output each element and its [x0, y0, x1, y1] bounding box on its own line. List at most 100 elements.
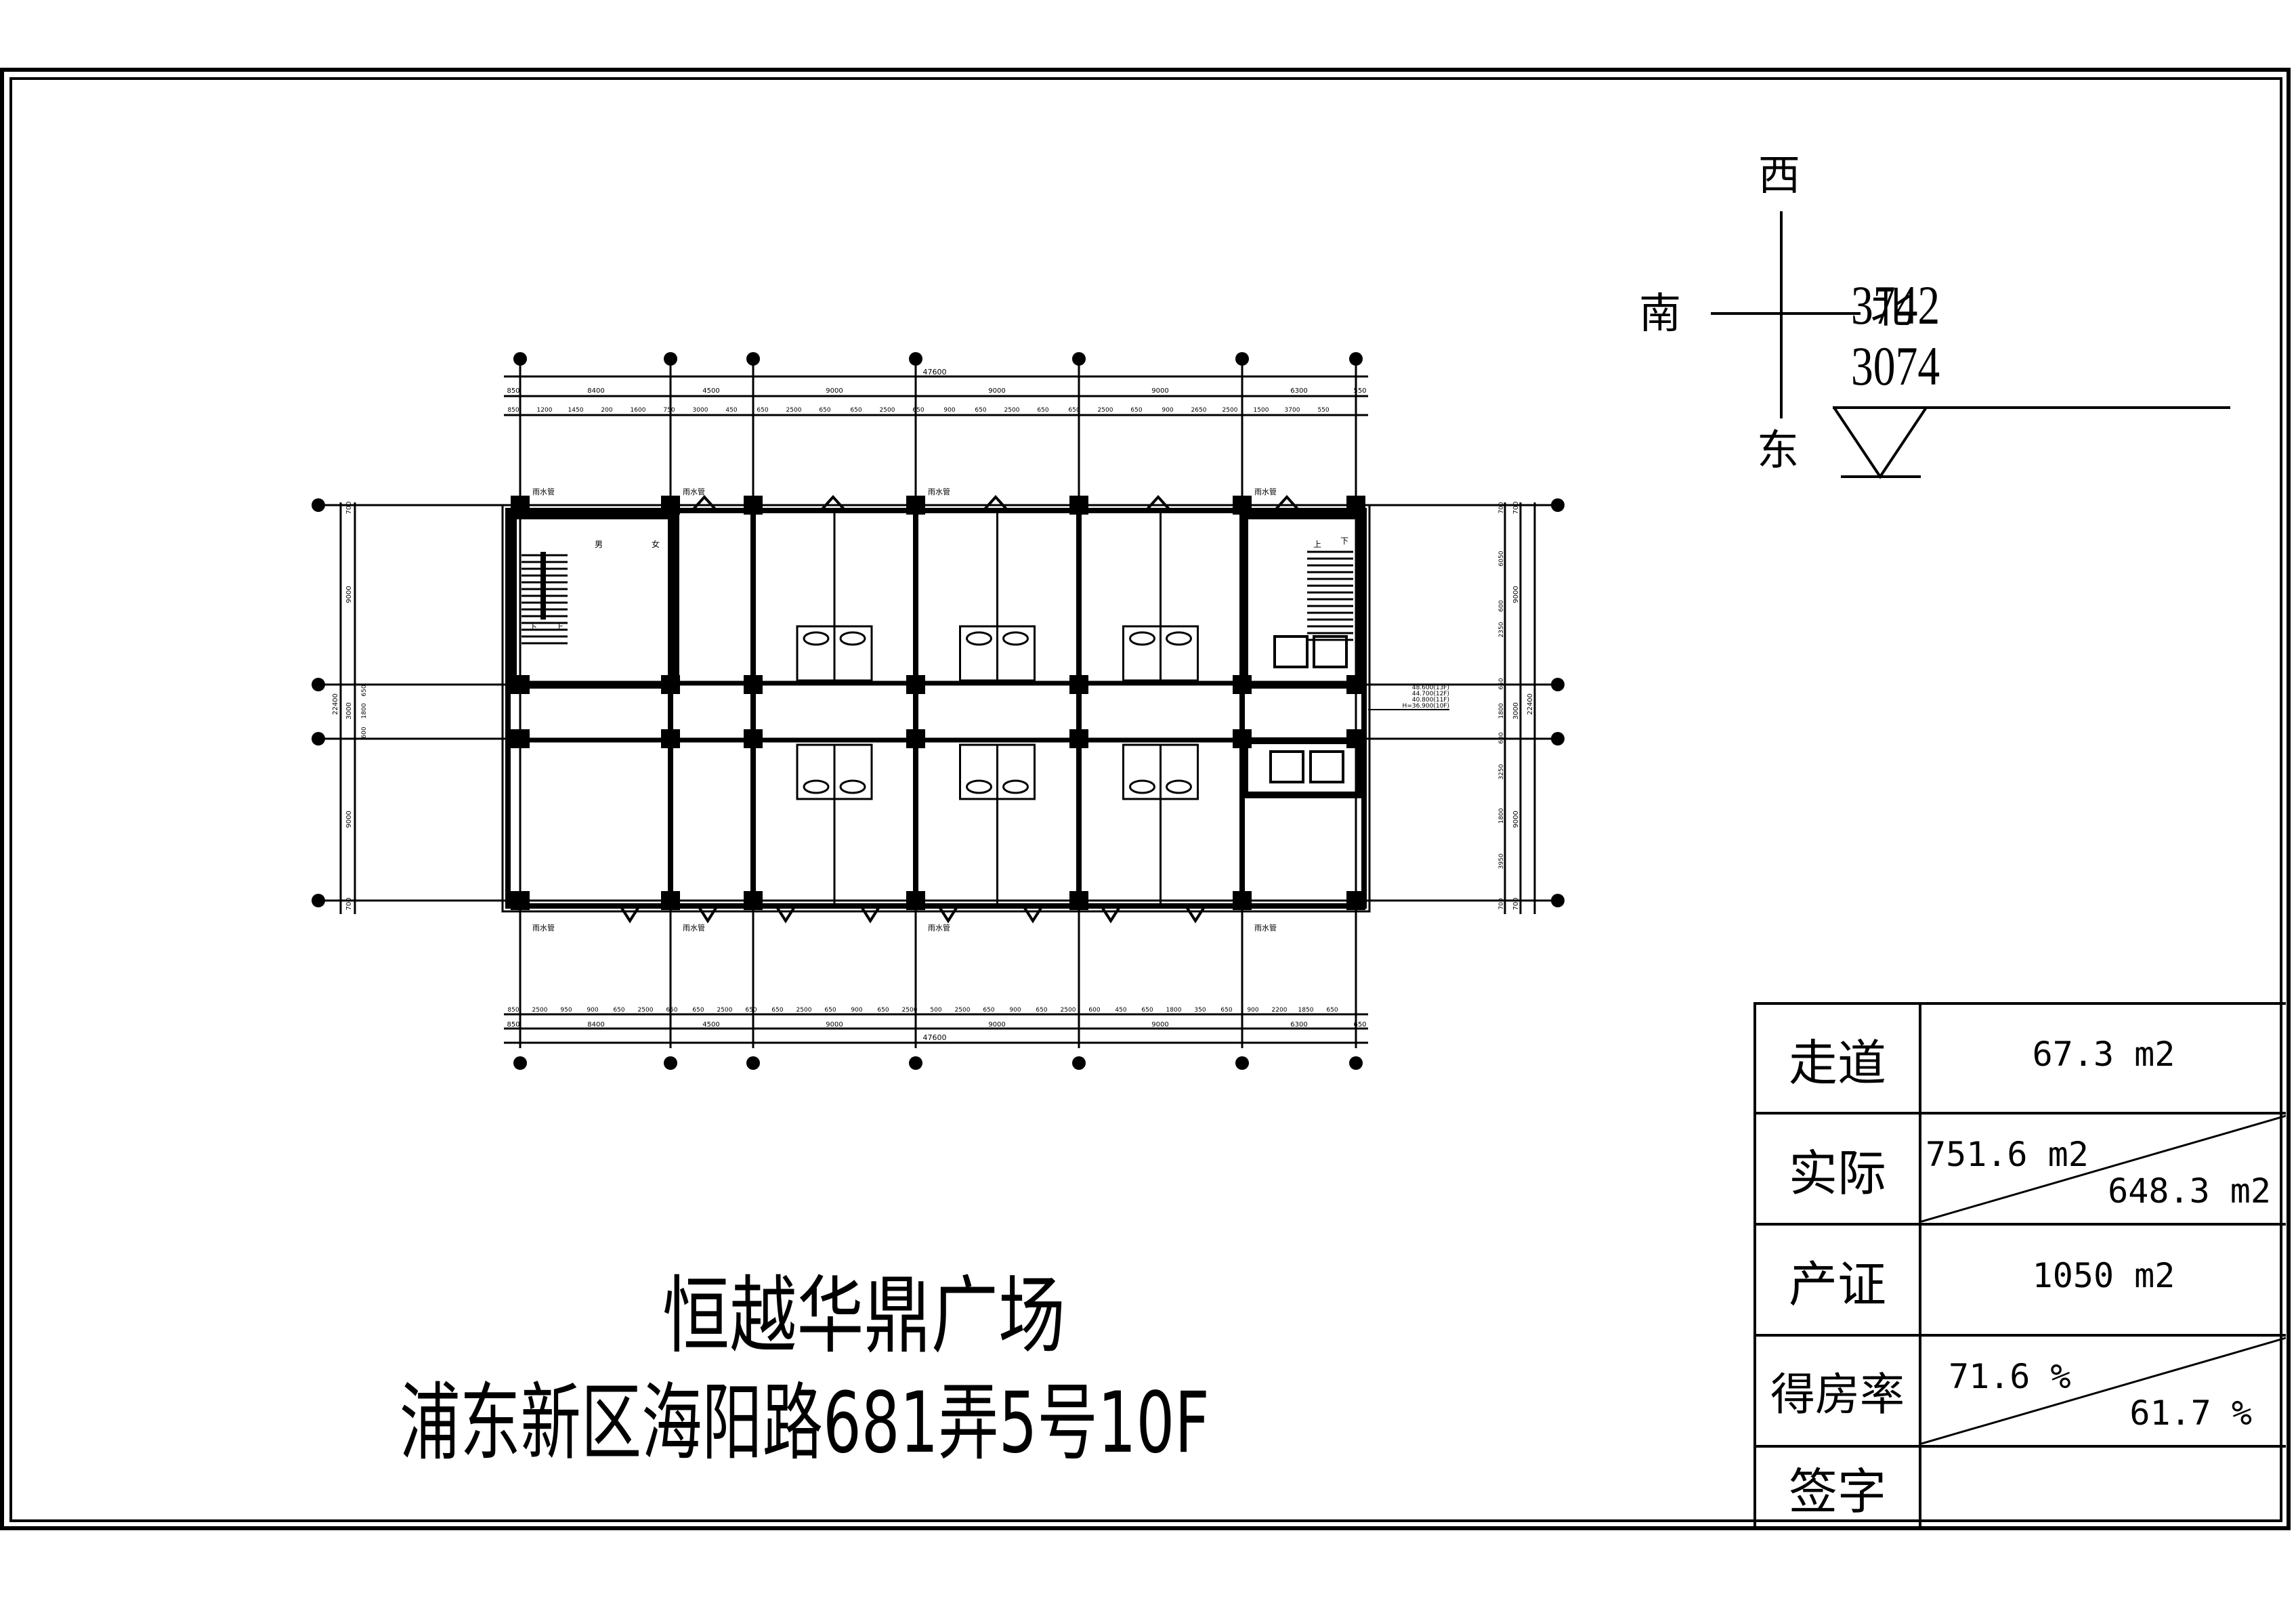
dimension-text: 650	[1141, 1007, 1153, 1014]
dimension-text: 700	[1498, 898, 1505, 909]
dimension-text: 650	[1220, 1007, 1232, 1014]
stair-label-down: 下	[529, 622, 537, 632]
dimension-text: 650	[1353, 1021, 1366, 1029]
area-table: 走道 67.3 m2 实际 751.6 m2 648.3 m2 产证 1050 …	[1753, 1002, 2286, 1527]
area-row-label: 走道	[1753, 1005, 1921, 1112]
compass-cross	[1711, 211, 1861, 418]
dimension-text: 850	[507, 1007, 519, 1014]
column	[661, 729, 680, 748]
dimension-text: 22400	[1527, 693, 1534, 715]
dimension-text: 650	[975, 407, 986, 414]
elevator-car	[1269, 750, 1304, 783]
axis-bubble	[1072, 352, 1086, 366]
dimension-text: 650	[745, 1007, 757, 1014]
window-bay-south	[773, 905, 798, 924]
window-bay-south	[858, 905, 883, 924]
west-core-wall	[510, 513, 679, 689]
window-bay-north	[817, 495, 849, 512]
bathtub	[839, 779, 866, 794]
walls	[501, 496, 1371, 913]
column	[1069, 496, 1088, 515]
bathtub	[1129, 631, 1155, 646]
area-row-label: 实际	[1753, 1115, 1921, 1223]
column	[744, 891, 763, 910]
dimension-text: 1800	[1498, 703, 1505, 718]
dimension-text: 650	[1037, 407, 1048, 414]
dimension-text: 2500	[796, 1007, 812, 1014]
axis-bubble	[1551, 732, 1565, 745]
dimension-text: 9000	[826, 387, 843, 395]
dimension-text: 650	[1036, 1007, 1047, 1014]
dimension-text: 4500	[702, 387, 719, 395]
window-bay-south	[696, 905, 720, 924]
column	[744, 675, 763, 694]
dimension-text: 650	[819, 407, 830, 414]
column	[906, 675, 925, 694]
dimension-text: 900	[851, 1007, 862, 1014]
dimension-text: 1800	[1498, 808, 1505, 823]
column	[1069, 675, 1088, 694]
dimension-text: 47600	[923, 368, 947, 376]
dimension-text: 700	[345, 501, 353, 514]
level-note: 48.600(13F)	[1412, 685, 1449, 691]
dimension-text: 550	[1353, 387, 1366, 395]
dimension-text: 650	[1130, 407, 1142, 414]
column	[511, 891, 530, 910]
dimension-text: 1450	[568, 407, 584, 414]
stair-handrail	[540, 552, 546, 620]
exterior-wall-outline	[501, 504, 1371, 913]
dimension-text: 3000	[1512, 702, 1520, 719]
dimension-text: 9000	[988, 387, 1005, 395]
dimension-text: 650	[771, 1007, 783, 1014]
elevation-lower: 3074	[1851, 335, 1940, 397]
column	[744, 496, 763, 515]
elevator-car	[1273, 635, 1309, 668]
dimension-text: 2500	[902, 1007, 918, 1014]
dimension-text: 2500	[638, 1007, 654, 1014]
area-row-value: 67.3 m2	[2032, 1035, 2175, 1075]
signature-field[interactable]	[1921, 1448, 2286, 1527]
elevation-upper: 3742	[1851, 274, 1940, 336]
dimension-text: 9000	[1512, 810, 1520, 827]
column	[511, 496, 530, 515]
window-bay-south	[1099, 905, 1123, 924]
dimension-text: 1600	[631, 407, 646, 414]
dimension-text: 2350	[1498, 622, 1505, 637]
window-bay-north	[980, 495, 1011, 512]
axis-bubble	[1349, 1056, 1363, 1070]
dimension-text: 700	[1512, 897, 1520, 910]
dimension-text: 1500	[1254, 407, 1269, 414]
column	[744, 729, 763, 748]
elevator-car	[1309, 750, 1344, 783]
dimension-text: 9000	[345, 810, 353, 827]
bathtub	[803, 779, 830, 794]
bathtub	[1166, 631, 1192, 646]
column	[511, 729, 530, 748]
compass-north: 北	[1871, 283, 1913, 332]
axis-bubble	[513, 352, 527, 366]
area-row-value-cell: 71.6 % 61.7 %	[1921, 1337, 2286, 1445]
dimension-text: 600	[1088, 1007, 1100, 1014]
column	[906, 729, 925, 748]
rain-pipe-label: 雨水管	[532, 487, 555, 496]
stair-label-up: 上	[555, 622, 564, 632]
axis-bubble	[1235, 1056, 1249, 1070]
bathtub	[966, 631, 992, 646]
dimension-text: 450	[1115, 1007, 1126, 1014]
area-row-efficiency: 得房率 71.6 % 61.7 %	[1753, 1334, 2286, 1445]
dimension-text: 700	[345, 897, 353, 910]
dimension-text: 6050	[1498, 550, 1505, 566]
area-row-certificate: 产证 1050 m2	[1753, 1223, 2286, 1334]
dimension-text: 9000	[345, 586, 353, 603]
compass-west: 西	[1758, 150, 1801, 200]
dimension-text: 2500	[1004, 407, 1020, 414]
dimension-text: 2500	[1061, 1007, 1076, 1014]
efficiency-lower: 61.7 %	[2129, 1393, 2252, 1433]
level-note: 40.800(11F)	[1412, 697, 1449, 704]
axis-bubble	[312, 678, 325, 691]
bathtub	[1166, 779, 1192, 794]
dimension-text: 500	[930, 1007, 941, 1014]
bathtub	[1002, 779, 1029, 794]
dimension-lines	[339, 375, 1536, 1044]
